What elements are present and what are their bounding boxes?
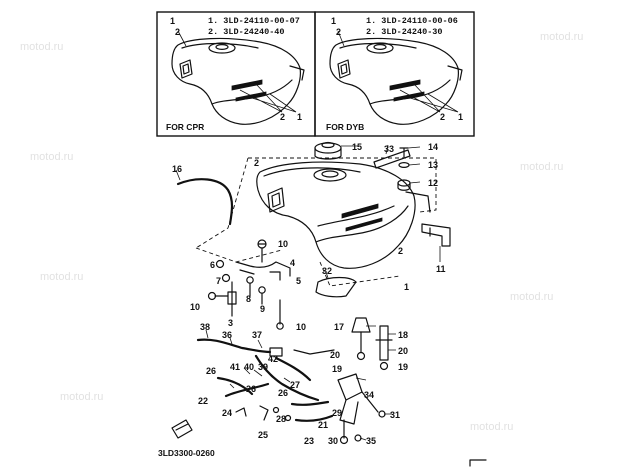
callout-26c: 26 <box>246 384 256 394</box>
fuel-line-36-38 <box>196 329 283 357</box>
inset-caption: FOR CPR <box>166 122 204 132</box>
callout-21: 21 <box>318 420 328 430</box>
callout-25: 25 <box>258 430 268 440</box>
callout-label: 2 <box>280 112 285 122</box>
callout-11: 11 <box>436 264 446 274</box>
figure-code: 3LD3300-0260 <box>158 448 215 458</box>
callout-4: 4 <box>290 258 295 268</box>
callout-20a: 20 <box>330 350 340 360</box>
watermark: motod.ru <box>30 151 73 163</box>
callout-42: 42 <box>268 354 278 364</box>
watermark-layer: motod.ru motod.ru motod.ru motod.ru moto… <box>20 31 583 433</box>
callout-7: 7 <box>216 276 221 286</box>
callout-39: 39 <box>258 362 268 372</box>
callout-2b: 2 <box>398 246 403 256</box>
watermark: motod.ru <box>20 41 63 53</box>
callout-label: 1 <box>458 112 463 122</box>
callout-15: 15 <box>352 142 362 152</box>
callout-14: 14 <box>428 142 438 152</box>
callout-37: 37 <box>252 330 262 340</box>
part-stack-12-14 <box>397 146 421 191</box>
callout-18: 18 <box>398 330 408 340</box>
callout-22: 22 <box>198 396 208 406</box>
callout-23: 23 <box>304 436 314 446</box>
callout-17: 17 <box>334 322 344 332</box>
petcock-assembly <box>337 373 392 445</box>
part-11-bracket <box>421 223 451 262</box>
inset-caption: FOR DYB <box>326 122 364 132</box>
callout-26a: 26 <box>206 366 216 376</box>
callout-label: 2 <box>175 27 180 37</box>
callout-19a: 19 <box>332 364 342 374</box>
callout-10c: 10 <box>296 322 306 332</box>
lower-hose-group <box>216 349 335 422</box>
callout-36: 36 <box>222 330 232 340</box>
watermark: motod.ru <box>520 161 563 173</box>
callout-3: 3 <box>228 318 233 328</box>
callout-29: 29 <box>332 408 342 418</box>
callout-numbers: 15 33 14 13 12 2 2 16 10 4 6 7 5 8 9 10 … <box>172 142 446 446</box>
accessory-bottom-left <box>171 419 193 439</box>
callout-9: 9 <box>260 304 265 314</box>
callout-35: 35 <box>366 436 376 446</box>
callout-1: 1 <box>404 282 409 292</box>
callout-19b: 19 <box>398 362 408 372</box>
callout-27: 27 <box>290 380 300 390</box>
watermark: motod.ru <box>40 271 83 283</box>
inset-part-line: 1. 3LD-24110-00-06 <box>366 16 458 26</box>
callout-30: 30 <box>328 436 338 446</box>
callout-6: 6 <box>210 260 215 270</box>
callout-label: 1 <box>170 16 175 26</box>
callout-13: 13 <box>428 160 438 170</box>
callout-12: 12 <box>428 178 438 188</box>
watermark: motod.ru <box>470 421 513 433</box>
callout-34: 34 <box>364 390 374 400</box>
callout-26b: 26 <box>278 388 288 398</box>
inset-part-line: 1. 3LD-24110-00-07 <box>208 16 300 26</box>
inset-part-line: 2. 3LD-24240-30 <box>366 27 443 37</box>
callout-41: 41 <box>230 362 240 372</box>
inset-for-cpr: 1. 3LD-24110-00-07 2. 3LD-24240-40 1 2 2… <box>156 11 316 137</box>
watermark: motod.ru <box>510 291 553 303</box>
corner-mark <box>469 459 487 467</box>
callout-label: 1 <box>297 112 302 122</box>
callout-10a: 10 <box>278 239 288 249</box>
part-32-pad <box>315 271 357 298</box>
part-16-hose <box>175 169 234 226</box>
callout-40: 40 <box>244 362 254 372</box>
callout-38: 38 <box>200 322 210 332</box>
callout-32: 32 <box>322 266 332 276</box>
part-33-strap <box>373 144 411 169</box>
callout-label: 2 <box>440 112 445 122</box>
inset-for-dyb: 1. 3LD-24110-00-06 2. 3LD-24240-30 1 2 2… <box>314 11 475 137</box>
callout-8: 8 <box>246 294 251 304</box>
callout-5: 5 <box>296 276 301 286</box>
callout-label: 1 <box>331 16 336 26</box>
callout-31: 31 <box>390 410 400 420</box>
callout-24: 24 <box>222 408 232 418</box>
callout-20b: 20 <box>398 346 408 356</box>
fuel-valve-17-20 <box>351 317 396 371</box>
filler-cap <box>314 141 358 160</box>
watermark: motod.ru <box>60 391 103 403</box>
inset-part-line: 2. 3LD-24240-40 <box>208 27 285 37</box>
callout-16: 16 <box>172 164 182 174</box>
watermark: motod.ru <box>540 31 583 43</box>
fuel-tank-main <box>195 157 437 287</box>
callout-33: 33 <box>384 144 394 154</box>
callout-28: 28 <box>276 414 286 424</box>
callout-10b: 10 <box>190 302 200 312</box>
fastener-cluster-left <box>207 239 291 330</box>
callout-2: 2 <box>254 158 259 168</box>
